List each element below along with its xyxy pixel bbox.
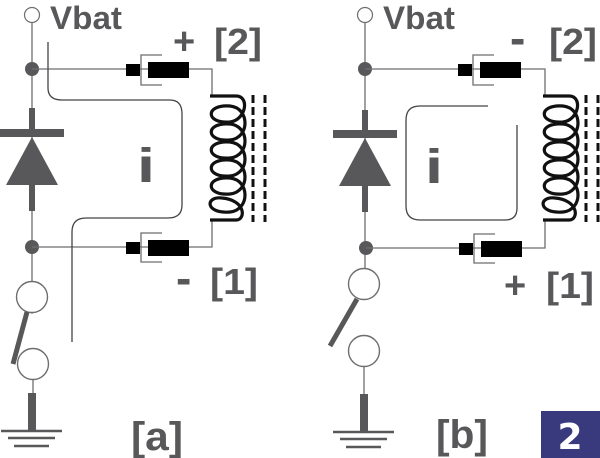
polarity-top-b: - bbox=[510, 12, 525, 64]
terminal-bottom-label-a: [1] bbox=[210, 261, 258, 302]
vbat-label-b: Vbat bbox=[383, 0, 455, 36]
vbat-terminal-a bbox=[23, 6, 41, 24]
panel-label-a: [a] bbox=[131, 415, 183, 458]
circuit-a: Vbat bbox=[0, 0, 267, 458]
current-path-a bbox=[47, 42, 183, 342]
switch-a bbox=[10, 280, 50, 394]
connector-lower-b bbox=[459, 233, 522, 264]
connector-lower-a bbox=[126, 232, 189, 263]
flyback-diode-a bbox=[0, 108, 64, 211]
polarity-bottom-a: - bbox=[176, 252, 191, 304]
connector-upper-a bbox=[126, 54, 189, 86]
circuit-b: Vbat bbox=[327, 0, 600, 457]
current-path-b bbox=[405, 105, 518, 221]
relay-coil-b bbox=[541, 94, 580, 222]
ground-symbol-b bbox=[333, 394, 394, 449]
panel-label-b: [b] bbox=[436, 413, 488, 457]
current-label-a: i bbox=[137, 140, 155, 193]
wire-lower-a bbox=[32, 220, 213, 248]
wire-lower-b bbox=[366, 220, 546, 249]
polarity-bottom-b: + bbox=[504, 265, 526, 307]
wire-upper-b bbox=[365, 68, 546, 96]
current-label-b: i bbox=[425, 141, 443, 194]
figure-number: 2 bbox=[557, 417, 582, 458]
terminal-top-label-b: [2] bbox=[549, 21, 597, 62]
switch-b bbox=[327, 267, 381, 394]
figure-number-badge: 2 bbox=[541, 411, 600, 458]
wire-upper-a bbox=[32, 68, 213, 96]
ground-symbol-a bbox=[1, 393, 62, 448]
terminal-bottom-label-b: [1] bbox=[546, 265, 594, 306]
terminal-top-label-a: [2] bbox=[214, 21, 262, 62]
vbat-label-a: Vbat bbox=[50, 0, 122, 36]
flyback-diode-b bbox=[333, 110, 397, 212]
polarity-top-a: + bbox=[173, 21, 195, 63]
connector-upper-b bbox=[458, 54, 521, 86]
relay-coil-a bbox=[208, 94, 247, 222]
vbat-terminal-b bbox=[356, 6, 374, 24]
